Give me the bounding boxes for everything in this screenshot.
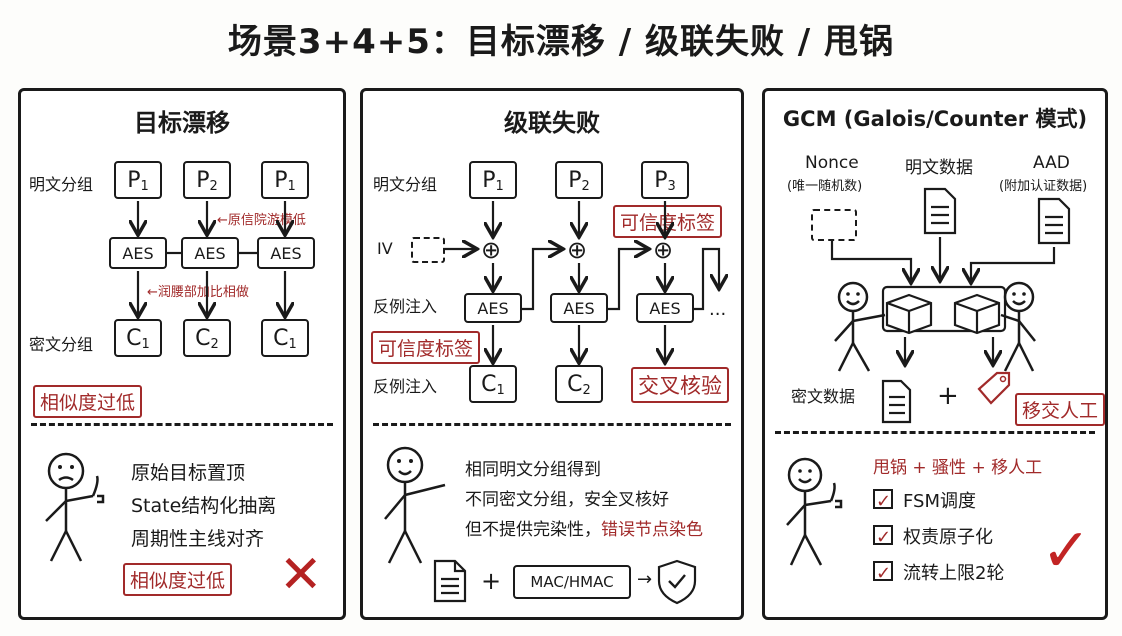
aad-sublabel: (附加认证数据) bbox=[999, 179, 1088, 194]
nonce-sublabel: (唯一随机数) bbox=[787, 179, 863, 194]
mitigation-line: State结构化抽离 bbox=[131, 495, 277, 517]
check-item: FSM调度 bbox=[873, 485, 976, 518]
nonce-label: Nonce bbox=[805, 153, 859, 173]
row-label-inject: 反例注入 bbox=[373, 377, 438, 396]
row-label-ciphertext: 密文分组 bbox=[29, 335, 94, 354]
checkbox-checked-icon bbox=[873, 485, 893, 518]
xor-icon: ⊕ bbox=[481, 236, 502, 264]
row-label-plaintext: 明文分组 bbox=[373, 175, 438, 194]
divider bbox=[31, 423, 333, 426]
xor-icon: ⊕ bbox=[567, 236, 588, 264]
checkbox-checked-icon bbox=[873, 557, 893, 590]
panel-title: 级联失败 bbox=[504, 109, 600, 137]
explanation-line: 相同明文分组得到 bbox=[465, 460, 601, 480]
continuation-dots: ... bbox=[709, 299, 727, 320]
panel-gcm: GCM (Galois/Counter 模式) Nonce (唯一随机数) 明文… bbox=[762, 88, 1108, 620]
plus-sign: + bbox=[481, 567, 502, 595]
mac-hmac-box: MAC/HMAC bbox=[513, 565, 631, 599]
row-label-inject: 反例注入 bbox=[373, 297, 438, 316]
panel-title: GCM (Galois/Counter 模式) bbox=[782, 107, 1088, 131]
handoff-to-human-tag: 移交人工 bbox=[1015, 393, 1106, 426]
row-label-plaintext: 明文分组 bbox=[29, 175, 94, 194]
cross-verify-tag: 交叉核验 bbox=[631, 367, 729, 403]
panel-title: 目标漂移 bbox=[134, 109, 230, 137]
iv-label: IV bbox=[377, 239, 393, 258]
mitigation-line: 周期性主线对齐 bbox=[131, 528, 265, 550]
aes-block: AES bbox=[181, 237, 239, 269]
annotation-note: ←润腰部加比相做 bbox=[147, 285, 249, 300]
aad-label: AAD bbox=[1033, 153, 1070, 173]
xor-icon: ⊕ bbox=[653, 236, 674, 264]
aes-block: AES bbox=[109, 237, 167, 269]
check-item: 流转上限2轮 bbox=[873, 557, 1004, 590]
mitigation-line: 原始目标置顶 bbox=[131, 462, 246, 484]
aes-block: AES bbox=[257, 237, 315, 269]
explanation-line: 不同密文分组，安全叉核好 bbox=[465, 490, 669, 510]
aes-block: AES bbox=[550, 293, 608, 323]
plaintext-data-label: 明文数据 bbox=[905, 158, 973, 178]
cross-mark-icon: ✕ bbox=[279, 545, 323, 605]
plus-sign: + bbox=[937, 381, 959, 411]
ciphertext-data-label: 密文数据 bbox=[791, 387, 856, 406]
similarity-low-tag-bottom: 相似度过低 bbox=[123, 563, 233, 596]
checkbox-checked-icon bbox=[873, 521, 893, 554]
nonce-box bbox=[811, 209, 857, 241]
similarity-low-tag: 相似度过低 bbox=[33, 385, 143, 418]
arrow: → bbox=[637, 569, 653, 590]
trust-label-tag: 可信度标签 bbox=[613, 205, 723, 238]
divider bbox=[373, 423, 731, 426]
aes-block: AES bbox=[636, 293, 694, 323]
annotation-note: ←原信院游模低 bbox=[217, 213, 306, 228]
blame-summary-header: 甩锅 + 骚性 + 移人工 bbox=[873, 458, 1043, 478]
check-item: 权责原子化 bbox=[873, 521, 993, 554]
iv-box bbox=[411, 237, 445, 263]
aes-block: AES bbox=[464, 293, 522, 323]
divider bbox=[775, 431, 1095, 434]
explanation-line: 但不提供完染性，错误节点染色 bbox=[465, 520, 703, 540]
checkmark-icon: ✓ bbox=[1041, 516, 1092, 586]
trust-label-tag: 可信度标签 bbox=[371, 331, 481, 364]
page-title: 场景3+4+5：目标漂移 / 级联失败 / 甩锅 bbox=[227, 22, 895, 62]
